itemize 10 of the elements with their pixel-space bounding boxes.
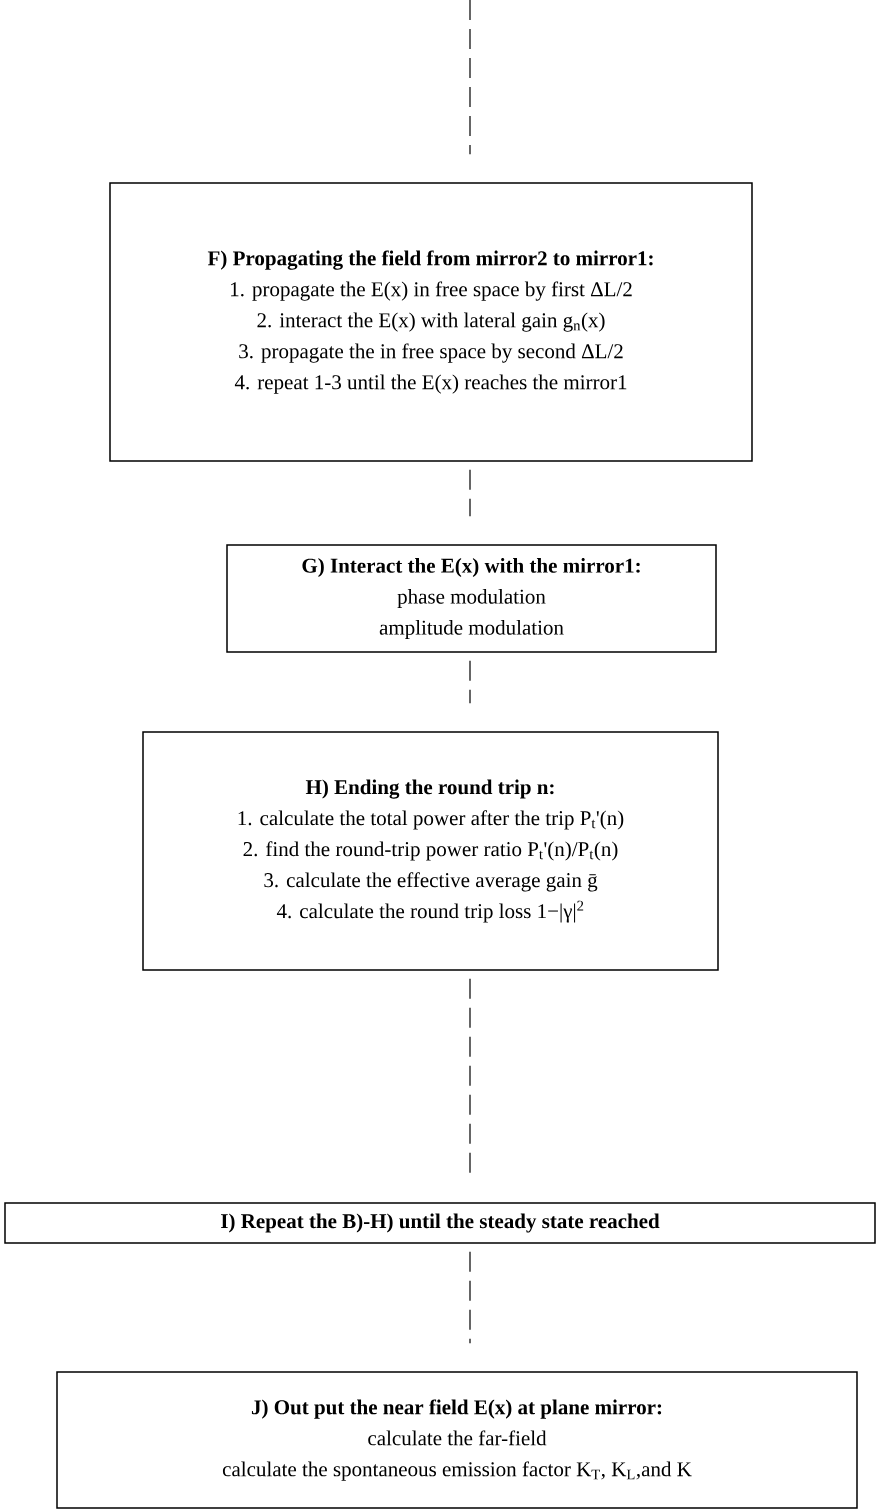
- dashed-line: [469, 978, 471, 1175]
- process-box: G) Interact the E(x) with the mirror1: phase modulation amplitude modulation: [226, 544, 717, 653]
- process-box: I) Repeat the B)-H) until the steady state reached: [4, 1202, 876, 1244]
- dashed-line: [469, 660, 471, 704]
- process-box: J) Out put the near field E(x) at plane mirror: calculate the far-field calculate the spontaneous emission factor K$_{T}$, K$_{L}$,and K: [56, 1371, 858, 1509]
- process-box: F) Propagating the field from mirror2 to mirror1: 1. propagate the E(x) in free space by first ΔL/2 2. interact the E(x) with lateral gain g$_{n}$(x) 3. propagate the in free space by second ΔL/2 4. repeat 1-3 until the E(x) reaches the mirror1: [109, 182, 753, 462]
- process-box: H) Ending the round trip n: 1. calculate the total power after the trip P$_{t}$'(n) 2. find the round-trip power ratio P$_{t}$'(n)/P$_{t}$(n) 3. calculate the effective average gain ḡ 4. calculate the round trip loss 1−|γ|$^{2}$: [142, 731, 719, 971]
- dashed-line: [469, 469, 471, 517]
- dashed-line: [469, 1251, 471, 1344]
- dashed-line: [469, 0, 471, 155]
